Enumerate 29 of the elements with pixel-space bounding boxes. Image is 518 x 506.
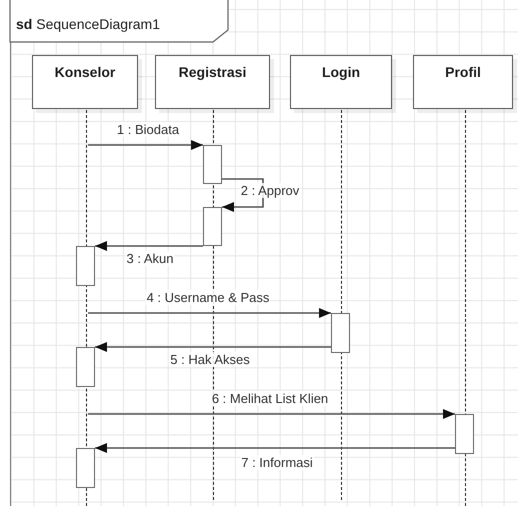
- activation-bar: [76, 448, 95, 488]
- edge-label: 7 : Informasi: [240, 455, 314, 470]
- message-arrow: [95, 241, 203, 251]
- activation-bar: [455, 414, 474, 454]
- lifeline-head: [290, 55, 392, 109]
- message-arrow: [88, 409, 455, 419]
- edge-label: 6 : Melihat List Klien: [210, 391, 330, 406]
- message-arrow: [88, 140, 203, 150]
- diagram-title: sd SequenceDiagram1: [16, 16, 160, 32]
- activation-bar: [331, 313, 350, 353]
- lifeline-head: [413, 55, 513, 109]
- lifeline-head: [155, 55, 270, 109]
- message-arrow: [95, 342, 331, 352]
- message-arrow: [88, 308, 331, 318]
- edge-label: 5 : Hak Akses: [169, 352, 251, 367]
- activation-bar: [203, 145, 222, 184]
- message-arrow: [95, 443, 455, 453]
- activation-bar: [76, 347, 95, 387]
- activation-bar: [203, 207, 222, 246]
- edge-label: 1 : Biodata: [116, 122, 180, 137]
- lifeline-name: Konselor: [54, 64, 116, 82]
- lifeline-name: Login: [322, 64, 360, 82]
- lifeline-name: Registrasi: [178, 64, 246, 82]
- lifeline-name: Profil: [445, 64, 481, 82]
- activation-bar: [76, 246, 95, 286]
- lifeline-head: [32, 55, 138, 109]
- edge-label: 3 : Akun: [126, 251, 174, 266]
- edge-label: 2 : Approv: [240, 183, 300, 198]
- edge-label: 4 : Username & Pass: [146, 290, 270, 305]
